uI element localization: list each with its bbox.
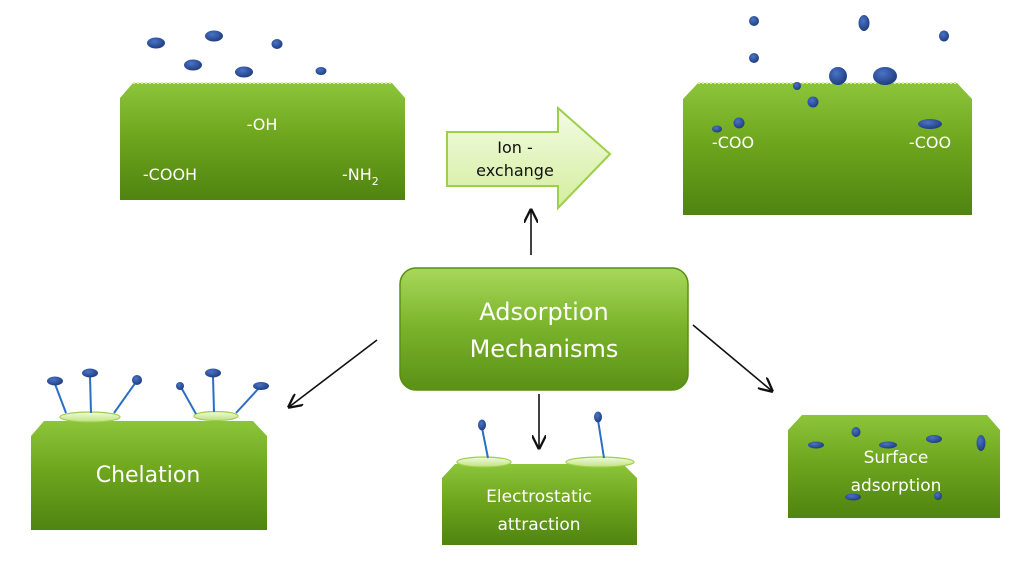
- group-cooh-label: -COOH: [143, 165, 197, 184]
- ion: [749, 16, 759, 26]
- ion: [858, 15, 870, 31]
- group-coo-left-label: -COO: [712, 133, 754, 152]
- binding-pad: [456, 456, 512, 468]
- ion-exchange-arrow-shape: [446, 105, 612, 211]
- ion: [132, 375, 142, 385]
- group-nh2-label: -NH2: [342, 165, 379, 188]
- ion: [807, 96, 819, 108]
- binding-pad: [59, 411, 121, 423]
- ion: [176, 382, 184, 390]
- top-right-block-body: [683, 83, 972, 215]
- electrostatic-block: Electrostatic attraction: [442, 411, 637, 545]
- ion: [845, 493, 861, 501]
- ion: [235, 66, 253, 78]
- arrow-to-chelation: [289, 339, 378, 407]
- ion: [879, 441, 897, 449]
- center-box: Adsorption Mechanisms: [399, 267, 689, 391]
- electrostatic-line2: attraction: [497, 515, 580, 535]
- ion-exchange-line2: exchange: [476, 161, 554, 180]
- binding-pad: [565, 456, 635, 468]
- ion: [934, 492, 942, 500]
- electrostatic-bonds: [481, 419, 605, 459]
- ion: [47, 376, 63, 386]
- ion: [873, 67, 897, 85]
- ion: [926, 435, 942, 443]
- ion: [205, 30, 223, 42]
- top-left-block-body: [120, 83, 405, 200]
- top-left-ions: [147, 30, 327, 78]
- ion: [82, 368, 98, 378]
- electrostatic-line1: Electrostatic: [486, 487, 592, 507]
- center-box-line1: Adsorption: [479, 298, 609, 326]
- arrow-to-surface: [692, 324, 772, 391]
- ion: [793, 82, 801, 90]
- ion: [733, 117, 745, 129]
- center-box-body: [399, 267, 689, 391]
- chelation-label: Chelation: [96, 463, 201, 488]
- ion: [271, 39, 283, 49]
- ion: [205, 368, 221, 378]
- electrostatic-block-body: [442, 464, 637, 545]
- ion: [253, 382, 269, 390]
- surface-block-body: [788, 415, 1000, 518]
- ion: [976, 435, 986, 451]
- center-box-line2: Mechanisms: [470, 335, 619, 363]
- top-right-ions: [712, 15, 949, 133]
- chelation-block: Chelation: [31, 368, 269, 530]
- ion: [478, 419, 486, 431]
- group-oh-label: -OH: [247, 115, 278, 134]
- chelation-bonds: [54, 375, 260, 415]
- ion: [829, 67, 847, 85]
- ion: [315, 67, 327, 75]
- ion: [594, 411, 602, 423]
- ion: [918, 119, 942, 129]
- top-right-block: -COO -COO: [683, 82, 972, 215]
- ion: [939, 30, 949, 42]
- chelation-block-body: [31, 421, 267, 530]
- ion: [808, 441, 824, 449]
- ion: [712, 125, 722, 133]
- binding-pad: [193, 410, 239, 422]
- connector-arrows: [289, 210, 772, 448]
- ion: [184, 59, 202, 71]
- ion: [851, 427, 861, 437]
- ion-exchange-line1: Ion -: [497, 138, 533, 157]
- ion-exchange-arrow: Ion - exchange: [446, 105, 612, 211]
- ion: [749, 53, 759, 63]
- surface-line1: Surface: [864, 448, 929, 468]
- surface-block: Surface adsorption: [788, 415, 1000, 518]
- group-coo-right-label: -COO: [909, 133, 951, 152]
- top-left-block: -OH -COOH -NH2: [120, 82, 405, 200]
- ion: [147, 37, 165, 49]
- surface-line2: adsorption: [851, 476, 942, 496]
